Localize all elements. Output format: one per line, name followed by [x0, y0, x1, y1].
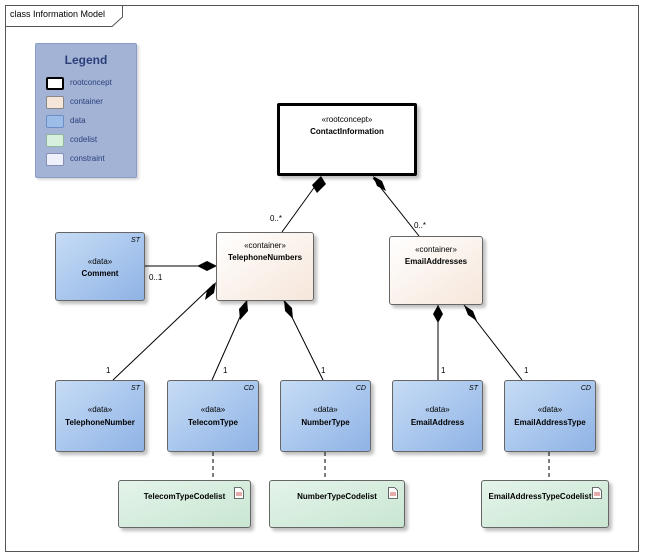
composition-diamond	[239, 300, 248, 320]
class-name: NumberType	[301, 418, 350, 427]
composition-diamond	[433, 305, 443, 323]
class-telecom-type[interactable]: CD «data» TelecomType	[167, 380, 259, 452]
multiplicity-label: 1	[321, 366, 326, 375]
multiplicity-label: 0..*	[414, 221, 427, 230]
class-type-tag: ST	[131, 385, 140, 392]
composition-telephone-number[interactable]	[112, 283, 215, 381]
class-name: EmailAddressTypeCodelist	[488, 492, 592, 501]
legend-label: rootconcept	[70, 78, 112, 87]
class-stereotype: «container»	[244, 241, 286, 250]
multiplicity-label: 0..1	[149, 273, 163, 282]
class-stereotype: «container»	[415, 245, 457, 254]
class-name: TelephoneNumber	[65, 418, 135, 427]
class-telephone-number[interactable]: ST «data» TelephoneNumber	[55, 380, 145, 452]
frame-title-tab	[5, 5, 123, 27]
class-name: Comment	[81, 269, 119, 278]
multiplicity-label: 1	[223, 366, 228, 375]
class-stereotype: «data»	[87, 405, 113, 414]
class-name: TelephoneNumbers	[227, 253, 303, 262]
class-type-tag: ST	[131, 237, 140, 244]
legend-swatch-data	[46, 115, 64, 128]
composition-diamond	[284, 300, 293, 319]
composition-diamond	[205, 282, 216, 300]
class-stereotype: «rootconcept»	[321, 115, 373, 124]
multiplicity-label: 1	[524, 366, 529, 375]
multiplicity-label: 1	[441, 366, 446, 375]
composition-diamond	[373, 176, 386, 191]
class-telecom-type-codelist[interactable]: TelecomTypeCodelist	[118, 480, 251, 528]
class-email-address[interactable]: ST «data» EmailAddress	[392, 380, 483, 452]
legend-swatch-constraint	[46, 153, 64, 166]
class-type-tag: CD	[580, 385, 591, 392]
class-stereotype: «data»	[425, 405, 450, 414]
multiplicity-label: 0..*	[270, 214, 283, 223]
class-telephone-numbers[interactable]: «container» TelephoneNumbers	[216, 232, 314, 301]
legend-label: container	[70, 97, 103, 106]
class-stereotype: «data»	[87, 257, 113, 266]
class-name: ContactInformation	[310, 127, 384, 136]
class-email-address-type-codelist[interactable]: EmailAddressTypeCodelist	[481, 480, 609, 528]
class-name: TelecomTypeCodelist	[143, 492, 226, 501]
class-type-tag: ST	[469, 385, 478, 392]
class-name: EmailAddresses	[404, 257, 468, 266]
legend-label: codelist	[70, 135, 98, 144]
legend-label: data	[70, 116, 86, 125]
class-comment[interactable]: ST «data» Comment	[55, 232, 145, 301]
class-contact-information[interactable]: «rootconcept» ContactInformation	[277, 103, 417, 176]
class-stereotype: «data»	[313, 405, 338, 414]
class-email-address-type[interactable]: CD «data» EmailAddressType	[504, 380, 596, 452]
class-stereotype: «data»	[200, 405, 226, 414]
legend-panel: Legend rootconcept container data codeli…	[35, 43, 137, 178]
legend-swatch-container	[46, 96, 64, 109]
legend-label: constraint	[70, 154, 105, 163]
class-number-type-codelist[interactable]: NumberTypeCodelist	[269, 480, 405, 528]
legend-swatch-codelist	[46, 134, 64, 147]
document-icon	[388, 487, 398, 499]
class-email-addresses[interactable]: «container» EmailAddresses	[389, 236, 483, 305]
class-stereotype: «data»	[537, 405, 563, 414]
class-number-type[interactable]: CD «data» NumberType	[280, 380, 371, 452]
composition-diamond	[312, 176, 326, 193]
class-type-tag: CD	[355, 385, 366, 392]
document-icon	[234, 487, 244, 499]
composition-diamond	[197, 261, 217, 271]
class-name: NumberTypeCodelist	[297, 492, 377, 501]
class-name: TelecomType	[188, 418, 238, 427]
legend-swatch-rootconcept	[46, 77, 64, 90]
class-name: EmailAddressType	[514, 418, 586, 427]
frame-title: class Information Model	[10, 9, 106, 19]
class-name: EmailAddress	[410, 418, 465, 427]
composition-diamond	[464, 305, 477, 321]
legend-title: Legend	[64, 53, 108, 67]
class-type-tag: CD	[243, 385, 254, 392]
multiplicity-label: 1	[106, 366, 111, 375]
document-icon	[592, 487, 602, 499]
